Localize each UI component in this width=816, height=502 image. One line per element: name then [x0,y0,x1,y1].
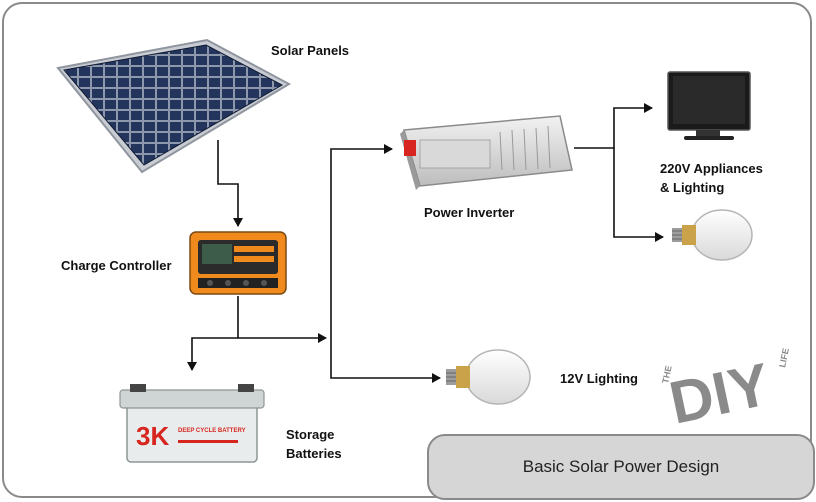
power-inverter-icon [400,115,573,190]
logo-diy: DIY [664,350,776,436]
storage-battery-icon: 3K DEEP CYCLE BATTERY [119,384,265,463]
label-storage-batteries-line1: Storage [286,427,335,442]
arrow-junction-to-12v-light [330,338,441,383]
label-12v-lighting: 12V Lighting [560,371,638,386]
label-storage-batteries-line2: Batteries [286,446,342,461]
arrow-junction-to-inverter [330,144,393,338]
bulb-icon-220v [672,209,753,261]
title-box: Basic Solar Power Design [427,434,815,500]
arrow-controller-to-junction [237,296,327,343]
solar-panel-icon [56,38,292,174]
diagram-title: Basic Solar Power Design [522,457,720,476]
diy-life-logo: DIY THE LIFE [660,347,791,436]
battery-subtext: DEEP CYCLE BATTERY [178,428,246,434]
bulb-icon-12v [446,349,531,405]
charge-controller-icon [189,231,287,295]
label-power-inverter: Power Inverter [424,205,515,220]
television-icon [667,71,751,140]
battery-brand: 3K [136,421,169,451]
label-solar-panels: Solar Panels [271,43,350,58]
label-charge-controller: Charge Controller [61,258,172,273]
arrow-inverter-to-220v-light [613,148,664,242]
arrow-panel-to-controller [217,140,243,227]
label-appliances-line1: 220V Appliances [660,161,763,176]
arrow-inverter-to-appliances [574,103,653,149]
logo-the: THE [660,365,674,385]
label-appliances-line2: & Lighting [660,180,725,195]
arrow-junction-to-battery [187,337,238,371]
logo-life: LIFE [777,347,791,368]
